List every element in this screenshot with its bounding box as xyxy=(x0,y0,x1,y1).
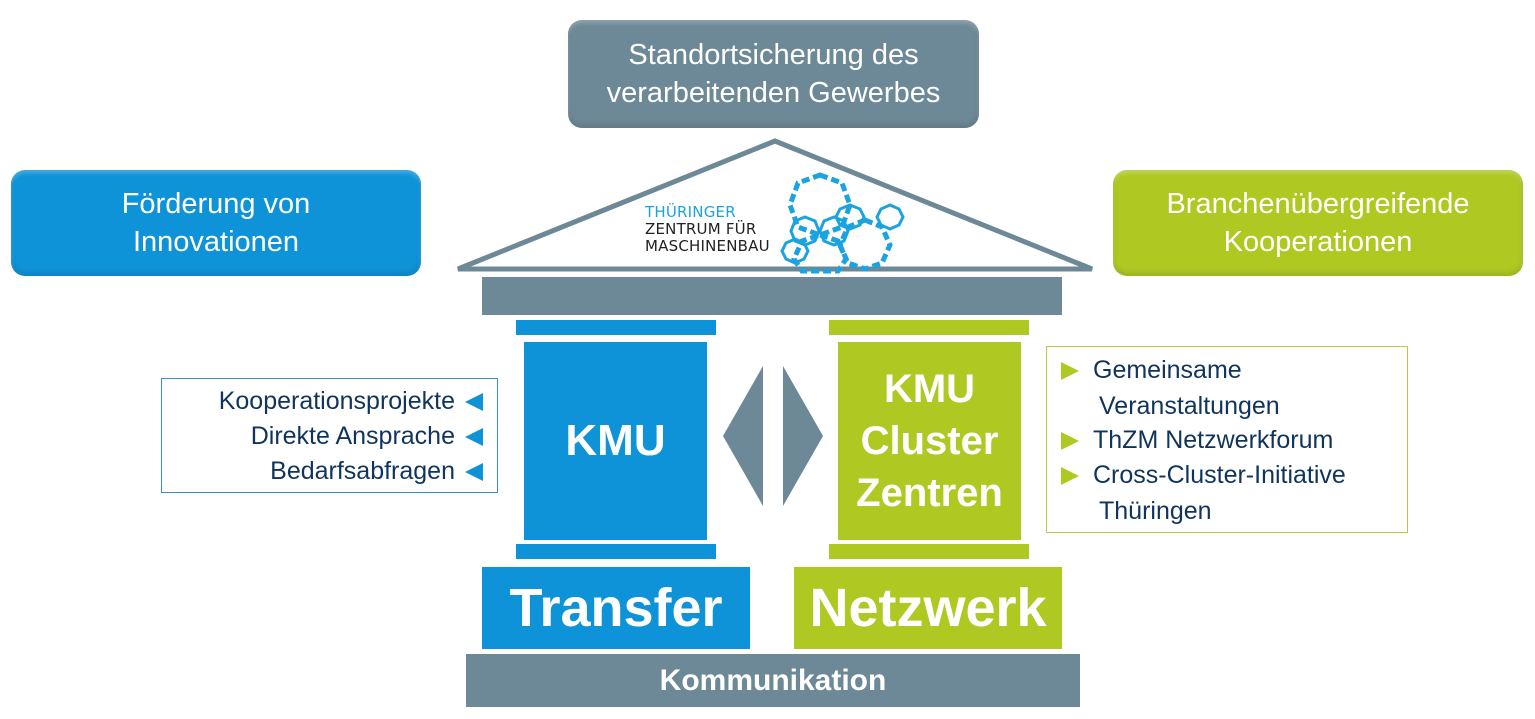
list-item: Direkte Ansprache xyxy=(251,422,483,451)
arrow-right-half xyxy=(783,366,823,506)
list-item: Kooperationsprojekte xyxy=(219,387,483,416)
pillar-right-top-cap xyxy=(829,320,1029,335)
list-item-label: Bedarfsabfragen xyxy=(270,457,455,485)
pillar-kmu: KMU xyxy=(524,342,707,540)
list-item-continuation: Thüringen xyxy=(1099,497,1212,525)
pillar-right-bottom-cap xyxy=(829,544,1029,559)
pillar-right-line2: Cluster xyxy=(860,419,999,463)
goal-left-line2: Innovationen xyxy=(132,226,300,258)
foundation-kommunikation-label: Kommunikation xyxy=(659,663,887,697)
network-measures-box: Gemeinsame Veranstaltungen ThZM Netzwerk… xyxy=(1046,346,1408,533)
foundation-netzwerk-label: Netzwerk xyxy=(809,578,1047,638)
triangle-left-icon xyxy=(465,462,483,481)
list-item: Gemeinsame xyxy=(1061,356,1242,385)
logo-line3: MASCHINENBAU xyxy=(645,237,770,255)
triangle-left-icon xyxy=(465,427,483,446)
goal-innovationen: Förderung von Innovationen xyxy=(11,170,421,276)
foundation-transfer: Transfer xyxy=(482,567,750,649)
goal-standortsicherung: Standortsicherung des verarbeitenden Gew… xyxy=(568,20,979,128)
pillar-right-line3: Zentren xyxy=(856,471,1003,515)
pillar-kmu-cluster-zentren: KMU Cluster Zentren xyxy=(838,342,1021,540)
goal-top-line2: verarbeitenden Gewerbes xyxy=(606,77,941,109)
pillar-right-line1: KMU xyxy=(883,367,976,411)
list-item-label: ThZM Netzwerkforum xyxy=(1093,426,1334,454)
goal-right-line1: Branchenübergreifende xyxy=(1166,188,1470,220)
arrow-left-half xyxy=(723,366,763,506)
pillar-left-bottom-cap xyxy=(516,544,716,559)
pillar-kmu-label: KMU xyxy=(565,416,666,465)
logo-line1: THÜRINGER xyxy=(645,203,736,221)
foundation-kommunikation: Kommunikation xyxy=(466,654,1080,707)
double-arrow-diamond-icon xyxy=(723,366,823,506)
gear-cluster-icon xyxy=(780,172,905,274)
goal-top-line1: Standortsicherung des xyxy=(628,39,919,71)
transfer-measures-box: Kooperationsprojekte Direkte Ansprache B… xyxy=(161,378,498,493)
list-item-label: Kooperationsprojekte xyxy=(218,387,455,415)
list-item: Cross-Cluster-Initiative xyxy=(1061,461,1346,490)
list-item: ThZM Netzwerkforum xyxy=(1061,426,1333,455)
foundation-netzwerk: Netzwerk xyxy=(794,567,1062,649)
list-item-label: Gemeinsame xyxy=(1093,356,1242,384)
goal-left-line1: Förderung von xyxy=(121,188,311,220)
triangle-right-icon xyxy=(1061,466,1079,485)
logo-line2: ZENTRUM FÜR xyxy=(645,220,757,238)
list-item-label: Direkte Ansprache xyxy=(250,422,455,450)
roof xyxy=(457,138,1093,274)
list-item-label: Cross-Cluster-Initiative xyxy=(1093,461,1346,489)
list-item-continuation: Veranstaltungen xyxy=(1099,392,1280,420)
triangle-right-icon xyxy=(1061,361,1079,380)
triangle-left-icon xyxy=(465,392,483,411)
logo-text: THÜRINGER ZENTRUM FÜR MASCHINENBAU xyxy=(645,204,770,255)
pillar-left-top-cap xyxy=(516,320,716,335)
triangle-right-icon xyxy=(1061,431,1079,450)
goal-kooperationen: Branchenübergreifende Kooperationen xyxy=(1113,170,1523,276)
foundation-transfer-label: Transfer xyxy=(509,578,723,638)
goal-right-line2: Kooperationen xyxy=(1223,226,1413,258)
list-item: Bedarfsabfragen xyxy=(270,457,483,486)
roof-beam xyxy=(482,277,1062,315)
